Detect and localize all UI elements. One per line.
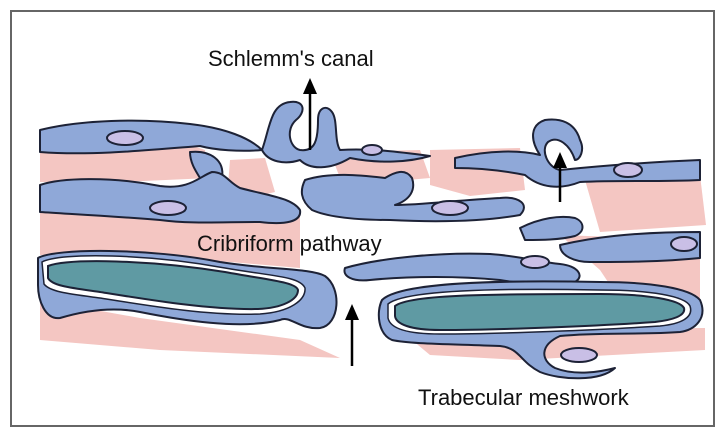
label-schlemms-canal: Schlemm's canal: [208, 46, 374, 71]
label-trabecular-meshwork: Trabecular meshwork: [418, 385, 630, 410]
label-cribriform-pathway: Cribriform pathway: [197, 231, 382, 256]
